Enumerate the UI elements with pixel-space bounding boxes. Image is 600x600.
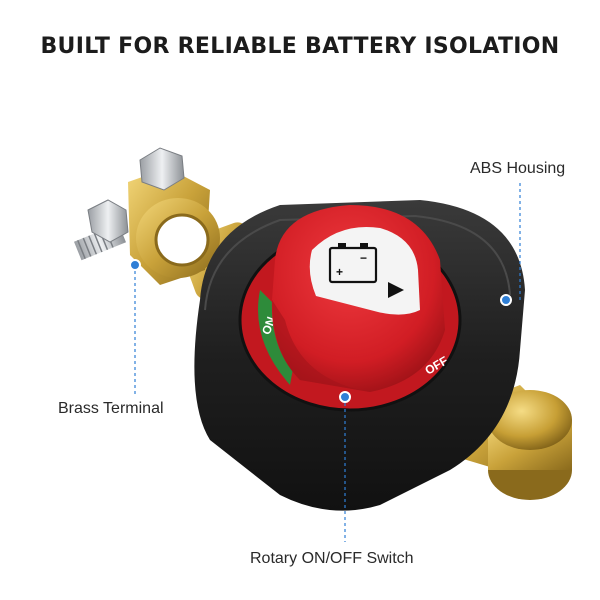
plus-mark: + xyxy=(336,265,343,279)
abs-leader-dot xyxy=(500,294,512,306)
rotary-switch-label: Rotary ON/OFF Switch xyxy=(250,550,414,567)
leader-lines xyxy=(134,183,521,542)
headline: BUILT FOR RELIABLE BATTERY ISOLATION xyxy=(40,34,560,59)
arrow-icon xyxy=(388,282,404,298)
brass-leader-dot xyxy=(129,259,141,271)
leader-dots xyxy=(129,259,512,403)
minus-mark: − xyxy=(360,251,367,265)
rotary-leader-dot xyxy=(339,391,351,403)
abs-housing-label: ABS Housing xyxy=(470,160,566,177)
brass-terminal-label: Brass Terminal xyxy=(58,400,164,417)
battery-icon: + − xyxy=(328,243,378,284)
rotary-knob[interactable]: + − xyxy=(271,205,445,392)
